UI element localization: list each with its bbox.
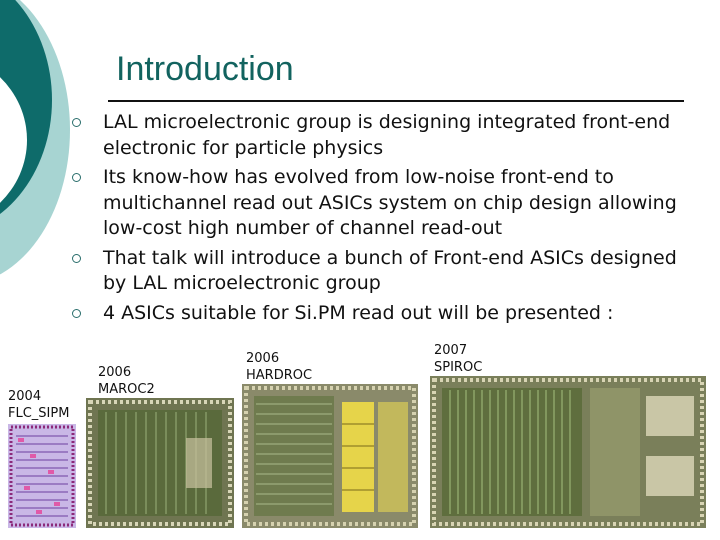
chip-year: 2004 (8, 389, 42, 404)
circle-bullet-icon (72, 253, 81, 263)
slide-title: Introduction (116, 50, 294, 88)
bullet-text: That talk will introduce a bunch of Fron… (103, 246, 677, 295)
maroc2-chip-image (86, 398, 234, 528)
bullet-item: 4 ASICs suitable for Si.PM read out will… (72, 301, 688, 327)
chip-name: FLC_SIPM (8, 406, 70, 421)
bullet-item: Its know-how has evolved from low-noise … (72, 165, 688, 242)
spiroc-chip-image (430, 376, 706, 528)
bullet-text: 4 ASICs suitable for Si.PM read out will… (103, 301, 614, 324)
flc-sipm-chip-image (8, 424, 76, 528)
circle-bullet-icon (72, 173, 81, 182)
bullet-text: LAL microelectronic group is designing i… (103, 111, 671, 159)
chip-year: 2006 (98, 365, 132, 380)
title-underline (108, 100, 684, 102)
chip-name: MAROC2 (98, 382, 155, 397)
bullet-item: That talk will introduce a bunch of Fron… (72, 246, 688, 297)
chip-caption-hardroc: 2006 HARDROC (246, 350, 312, 384)
bullet-text: Its know-how has evolved from low-noise … (103, 166, 677, 239)
chip-year: 2006 (246, 351, 280, 366)
circle-bullet-icon (72, 118, 81, 127)
chip-year: 2007 (434, 343, 468, 358)
bullet-item: LAL microelectronic group is designing i… (72, 110, 688, 161)
bullet-list: LAL microelectronic group is designing i… (72, 110, 688, 330)
decorative-teal-arcs (0, 0, 70, 290)
circle-bullet-icon (72, 308, 81, 318)
chip-name: SPIROC (434, 360, 483, 375)
chip-caption-flc-sipm: 2004 FLC_SIPM (8, 388, 69, 422)
hardroc-chip-image (242, 384, 418, 528)
chip-caption-maroc2: 2006 MAROC2 (98, 364, 155, 398)
chip-caption-spiroc: 2007 SPIROC (434, 342, 482, 376)
chip-name: HARDROC (246, 368, 313, 383)
